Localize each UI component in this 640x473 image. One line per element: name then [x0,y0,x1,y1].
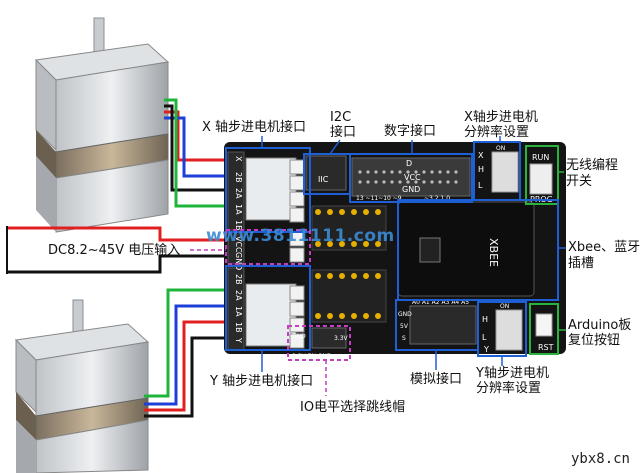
motor-y-wires [144,288,252,418]
analog-header-label: A0 A1 A2 A3 A4 A5 [412,299,469,306]
watermark: www.3811111.com [206,226,395,246]
digital-vcc-label: VCC [404,173,421,182]
label-arduino-reset-line2: 复位按钮 [568,333,621,348]
label-power-input: DC8.2~45V 电压输入 [48,243,181,258]
power-wires [6,226,252,274]
xbee-silkscreen: XBEE [487,238,500,267]
label-wireless-line2: 开关 [566,174,593,189]
digital-d-label: D [406,159,412,168]
digital-nums-right: ~3 2 1 0 [424,195,450,202]
label-analog-port: 模拟接口 [410,372,463,387]
analog-5v: 5V [400,323,409,330]
label-x-motor-port: X 轴步进电机接口 [202,120,307,135]
motor-x-wires [164,98,252,208]
pin-label-power_pins-0: VCC [234,236,243,253]
label-y-res-line2: 分辨率设置 [476,381,542,396]
x-switch-on: ON [496,145,505,152]
y-switch-on: ON [500,303,509,310]
highlight-digital [349,153,473,203]
y-switch-h: H [482,315,488,324]
label-y-res-line1: Y轴步进电机 [476,366,549,381]
digital-nums-left: 13 ~11~10 ~9 [356,195,402,202]
digital-gnd-label: GND [402,185,420,194]
label-i2c-line1: I2C [330,110,352,125]
label-xbee-line1: Xbee、蓝牙 [568,240,640,255]
label-arduino-reset-line1: Arduino板 [568,318,632,333]
pin-label-power_pins-1: GND [234,252,243,270]
jumper-gnd: GND [292,333,306,340]
label-io-jumper: IO电平选择跳线帽 [300,400,406,415]
y-switch-letter: Y [483,345,489,354]
highlight-wireless-switch [525,145,559,205]
x-switch-h: H [478,165,484,174]
pin-label-x_pins-3: 1A [234,204,243,215]
analog-s: S [402,335,406,342]
label-y-motor-port: Y 轴步进电机接口 [210,374,314,389]
rst-label: RST [538,343,554,352]
pin-label-y_pins-1: 2A [234,290,243,301]
highlight-x-motor-port [225,147,311,233]
label-xbee-line2: 插槽 [568,256,595,271]
pin-label-x_pins-1: 2B [234,172,243,183]
highlight-io-jumper [287,325,351,361]
pin-label-x_pins-0: X [234,156,243,162]
iic-label: IIC [318,175,329,184]
x-switch-letter: X [478,151,484,160]
x-switch-l: L [478,181,483,190]
analog-gnd: GND [398,311,412,318]
highlight-power-input [225,229,311,265]
stepper-motor-x [34,17,170,233]
jumper-33v: 3.3V [334,335,349,342]
label-wireless-line1: 无线编程 [566,158,619,173]
label-x-res-line2: 分辨率设置 [464,125,530,140]
label-x-res-line1: X轴步进电机 [464,110,538,125]
y-switch-l: L [482,333,487,342]
leader-i2c [329,139,341,155]
pin-label-y_pins-4: Y [234,337,243,343]
pin-label-y_pins-0: 2B [234,274,243,285]
stepper-motor-y [14,299,150,473]
label-i2c-line2: 接口 [330,125,357,140]
pin-label-y_pins-2: 1A [234,306,243,317]
jumper-row: 3.3V EN GND [292,353,332,360]
run-label: RUN [532,153,549,162]
pin-label-x_pins-2: 2A [234,188,243,199]
site-mark: ybx8.cn [570,451,630,467]
highlight-reset [529,303,559,355]
pin-label-y_pins-3: 1B [234,322,243,333]
highlight-y-motor-port [225,265,311,351]
label-digital-port: 数字接口 [384,124,437,139]
pin-label-x_pins-4: 1B [234,220,243,231]
